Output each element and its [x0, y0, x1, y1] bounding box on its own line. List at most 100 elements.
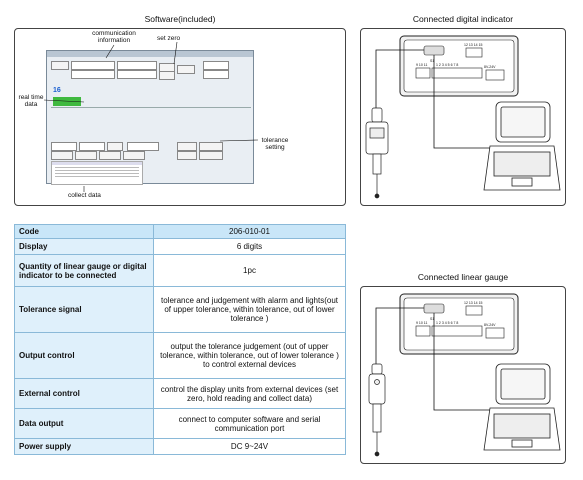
power-label-2: 8V-24V	[484, 323, 496, 327]
s1-label-2: S1	[430, 317, 434, 321]
exit-button[interactable]	[199, 151, 223, 160]
leader-tolerance	[219, 139, 259, 142]
table-row: Data output connect to computer software…	[14, 408, 346, 439]
spec-key: Tolerance signal	[14, 286, 154, 333]
software-titlebar	[47, 51, 253, 57]
spec-value: control the display units from external …	[153, 378, 346, 409]
table-row	[55, 167, 139, 168]
divider	[51, 107, 251, 108]
laptop-cable-2	[433, 313, 490, 411]
controller-box-2	[399, 293, 519, 355]
spec-key: Power supply	[14, 438, 154, 455]
serial-port-2	[423, 303, 445, 314]
apply-tolerance-button[interactable]	[107, 142, 123, 151]
set-zero-button[interactable]	[177, 65, 195, 74]
gauge-diagram: S1 12 13 14 15 9 10 11 1 2 3 4 5 6 7 8 8…	[368, 293, 561, 457]
realtime-reading: 16	[53, 87, 61, 94]
controller-box	[399, 35, 519, 97]
interval-field[interactable]	[127, 142, 159, 151]
table-row: Tolerance signal tolerance and judgement…	[14, 286, 346, 333]
annotation-leaders	[43, 41, 259, 192]
realtime-bar	[53, 97, 81, 106]
spec-header-key: Code	[14, 224, 154, 239]
spec-value: tolerance and judgement with alarm and l…	[153, 286, 346, 333]
spec-value: output the tolerance judgement (out of u…	[153, 332, 346, 379]
port-label-a-2: 9 10 11	[416, 321, 427, 325]
port-label-a: 9 10 11	[416, 63, 427, 67]
gauge-section-title: Connected linear gauge	[417, 272, 509, 282]
spec-header-value: 206-010-01	[153, 224, 346, 239]
table-row	[55, 170, 139, 171]
spec-key: Output control	[14, 332, 154, 379]
save-button[interactable]	[99, 151, 121, 160]
port-9-11-2	[415, 325, 431, 337]
indicator-section-title: Connected digital indicator	[412, 14, 514, 24]
comm-info-field[interactable]	[117, 61, 157, 70]
port-label-b: 1 2 3 4 5 6 7 8	[436, 63, 458, 67]
laptop-2	[483, 363, 561, 451]
spec-header-row: Code 206-010-01	[14, 224, 346, 239]
spec-value: 6 digits	[153, 238, 346, 255]
spec-value: connect to computer software and serial …	[153, 408, 346, 439]
spec-value: 1pc	[153, 254, 346, 287]
annotation-communication: communication information	[92, 30, 136, 44]
collect-button[interactable]	[51, 151, 73, 160]
tolerance-setting-button[interactable]	[199, 142, 223, 151]
upper-tolerance-field[interactable]	[51, 142, 77, 151]
spec-key: Display	[14, 238, 154, 255]
port-1-8-2	[431, 325, 483, 337]
table-header	[52, 162, 142, 165]
table-row: Display 6 digits	[14, 238, 346, 255]
leader-set-zero	[173, 41, 178, 65]
spec-key: External control	[14, 378, 154, 409]
indicator-cable	[375, 49, 424, 108]
baud-select[interactable]	[71, 70, 115, 79]
annotation-tolerance: tolerance setting	[261, 137, 289, 151]
spec-key: Quantity of linear gauge or digital indi…	[14, 254, 154, 287]
table-row: Output control output the tolerance judg…	[14, 332, 346, 379]
digital-indicator	[365, 107, 389, 199]
port-label-c-2: 12 13 14 15	[464, 301, 483, 305]
leader-communication	[105, 44, 115, 59]
gauge-cable	[375, 307, 424, 364]
spec-value: DC 9~24V	[153, 438, 346, 455]
spec-key: Data output	[14, 408, 154, 439]
table-row	[55, 173, 139, 174]
pause-button[interactable]	[177, 151, 197, 160]
port-12-15-2	[465, 305, 483, 316]
leader-real-time	[43, 99, 85, 103]
serial-port	[423, 45, 445, 56]
port-9-11	[415, 67, 431, 79]
laptop	[483, 101, 561, 191]
comm-info-field-2[interactable]	[117, 70, 157, 79]
software-section-title: Software(included)	[144, 14, 216, 24]
port-label-c: 12 13 14 15	[464, 43, 483, 47]
export-button[interactable]	[123, 151, 145, 160]
linear-gauge	[368, 363, 386, 457]
table-row: External control control the display uni…	[14, 378, 346, 409]
power-port-2	[485, 327, 505, 339]
software-window: 16	[46, 50, 254, 185]
annotation-set-zero: set zero	[157, 35, 181, 42]
annotation-real-time: real time data	[18, 94, 44, 108]
table-row: Quantity of linear gauge or digital indi…	[14, 254, 346, 287]
power-label: 8V-24V	[484, 65, 496, 69]
power-port	[485, 69, 505, 81]
collect-data-table[interactable]	[51, 161, 143, 185]
port-label-b-2: 1 2 3 4 5 6 7 8	[436, 321, 458, 325]
table-row	[55, 176, 139, 177]
disconnect-button[interactable]	[159, 71, 175, 80]
annotation-collect: collect data	[68, 192, 101, 199]
start-button[interactable]	[177, 142, 197, 151]
open-port-button[interactable]	[51, 61, 69, 70]
lower-tolerance-field[interactable]	[79, 142, 105, 151]
port-12-15	[465, 47, 483, 58]
table-row: Power supply DC 9~24V	[14, 438, 346, 455]
port-select[interactable]	[71, 61, 115, 70]
spec-table: Code 206-010-01 Display 6 digits Quantit…	[14, 224, 346, 455]
unit-field[interactable]	[203, 61, 229, 70]
s1-label-1: S1	[430, 59, 434, 63]
resolution-field[interactable]	[203, 70, 229, 79]
clear-button[interactable]	[75, 151, 97, 160]
indicator-diagram: S1 12 13 14 15 9 10 11 1 2 3 4 5 6 7 8 8…	[365, 35, 561, 199]
